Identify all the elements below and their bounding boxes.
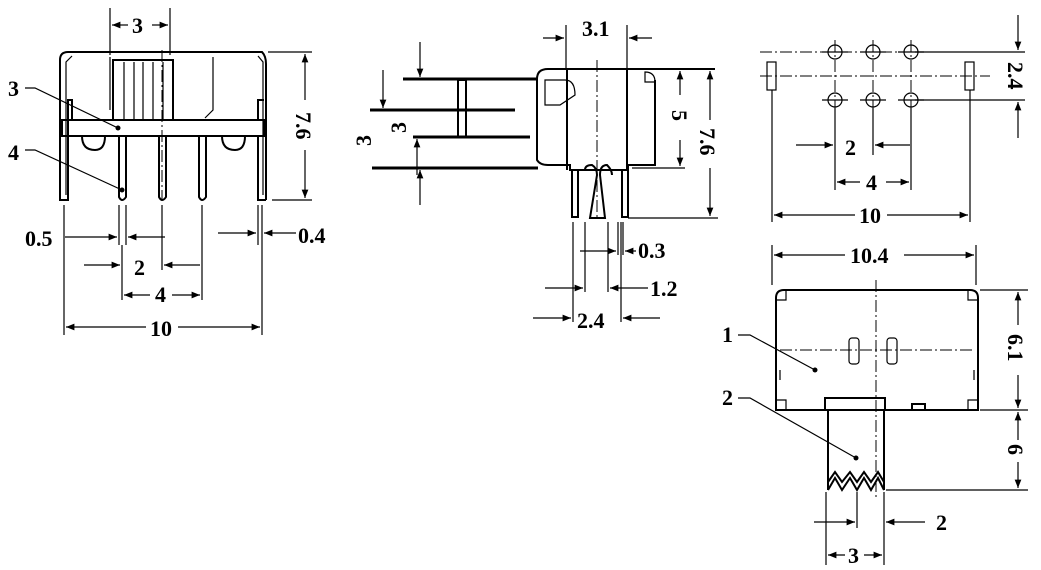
side-dim-7-6: 7.6 xyxy=(695,128,720,156)
side-view: 3.1 3 3 5 7.6 0.3 1.2 2.4 xyxy=(351,16,720,333)
side-dim-0-3: 0.3 xyxy=(638,238,666,263)
side-dim-2-4: 2.4 xyxy=(577,308,605,333)
top-dim-3: 3 xyxy=(848,543,859,568)
callout-2: 2 xyxy=(722,385,733,410)
top-view: 10.4 1 2 6.1 6 2 3 xyxy=(722,243,1028,568)
pcb-dim-2: 2 xyxy=(845,135,856,160)
pcb-dim-10: 10 xyxy=(859,203,881,228)
callout-3: 3 xyxy=(8,76,19,101)
front-dim-3: 3 xyxy=(132,13,143,38)
front-dim-0-5: 0.5 xyxy=(25,226,53,251)
side-dim-3-inner: 3 xyxy=(386,122,411,133)
side-dim-1-2: 1.2 xyxy=(650,276,678,301)
pcb-layout: 2.4 2 4 10 xyxy=(760,15,1028,228)
callout-4: 4 xyxy=(8,140,19,165)
top-dim-6-1: 6.1 xyxy=(1003,334,1028,362)
front-dim-4: 4 xyxy=(155,282,166,307)
front-dim-0-4: 0.4 xyxy=(298,223,326,248)
top-dim-6: 6 xyxy=(1003,444,1028,455)
pcb-dim-4: 4 xyxy=(866,170,877,195)
side-dim-5: 5 xyxy=(667,110,692,121)
switch-body xyxy=(775,289,979,411)
side-dim-3-1: 3.1 xyxy=(582,16,610,41)
front-view: 3 7.6 3 4 0.5 0.4 2 4 10 xyxy=(8,8,326,341)
front-dim-2: 2 xyxy=(134,255,145,280)
pcb-dim-2-4: 2.4 xyxy=(1003,62,1028,90)
base-band xyxy=(61,119,265,137)
actuator-bar xyxy=(457,79,467,138)
top-dim-10-4: 10.4 xyxy=(850,243,889,268)
side-dim-3-left: 3 xyxy=(351,135,376,146)
top-dim-2: 2 xyxy=(936,510,947,535)
front-dim-10: 10 xyxy=(150,316,172,341)
callout-1: 1 xyxy=(722,322,733,347)
front-dim-7-6: 7.6 xyxy=(291,112,316,140)
